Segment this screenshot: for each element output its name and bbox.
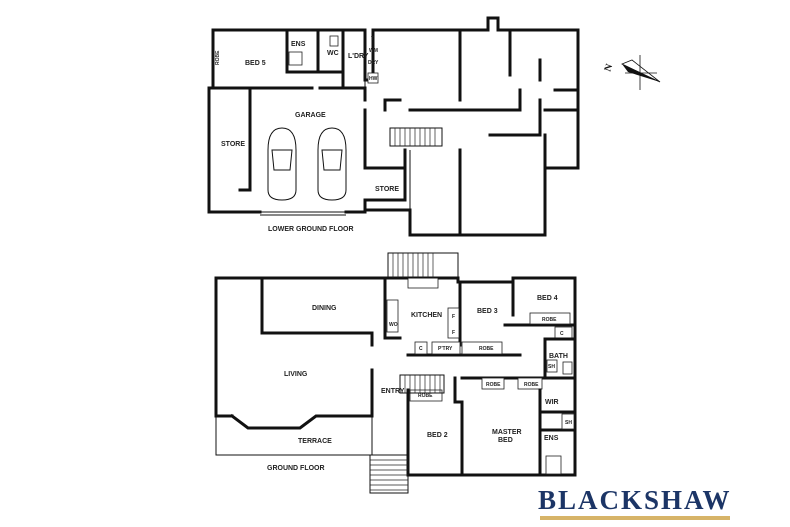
north-letter: N — [603, 62, 616, 73]
robe-hall-label: ROBE — [479, 346, 494, 352]
bath-label: BATH — [549, 353, 568, 360]
dry-label: DRY — [368, 60, 379, 66]
car-right — [317, 127, 347, 201]
cupboard-bed4-label: C — [560, 331, 564, 337]
shower-ens-label: SH — [565, 420, 572, 426]
brand-logo: BLACKSHAW — [538, 485, 732, 520]
bed5-label: BED 5 — [245, 60, 266, 67]
ground-floor-caption: GROUND FLOOR — [267, 465, 325, 472]
ens-lower-label: ENS — [291, 41, 306, 48]
bed4-label: BED 4 — [537, 295, 558, 302]
lower-ground-floor-plan: BED 5 ROBE ENS WC L'DRY T WM DRY HW GARA… — [207, 16, 580, 237]
terrace-label: TERRACE — [298, 438, 332, 445]
wm-label: WM — [369, 48, 378, 54]
fridge-1-label: F — [452, 314, 455, 320]
entry-label: ENTRY — [381, 388, 405, 395]
kitchen-label: KITCHEN — [411, 312, 442, 319]
robe-bed4-label: ROBE — [542, 317, 557, 323]
lower-stairs — [389, 127, 443, 147]
living-label: LIVING — [284, 371, 308, 378]
laundry-label: L'DRY — [348, 53, 369, 60]
pantry-label: P'TRY — [438, 346, 453, 352]
bed2-label: BED 2 — [427, 432, 448, 439]
wir-label: WIR — [545, 399, 559, 406]
store-right-label: STORE — [375, 186, 399, 193]
ground-stairs-entry — [399, 374, 445, 394]
north-arrow: N — [603, 55, 661, 90]
robe-master-2-label: ROBE — [524, 382, 539, 388]
ens-ground-label: ENS — [544, 435, 559, 442]
brand-underline — [540, 516, 730, 520]
robe-entry-label: ROBE — [418, 393, 433, 399]
wo-label: WO — [389, 322, 398, 328]
wc-label: WC — [327, 50, 339, 57]
garage-label: GARAGE — [295, 112, 326, 119]
robe-lower-label: ROBE — [215, 50, 221, 65]
dining-label: DINING — [312, 305, 337, 312]
t-label: T — [371, 36, 374, 42]
fridge-2-label: F — [452, 330, 455, 336]
car-left — [267, 127, 297, 201]
ground-floor-plan: DINING KITCHEN WO F F BED 3 BED 4 ROBE C… — [214, 252, 577, 494]
robe-master-1-label: ROBE — [486, 382, 501, 388]
shower-bath-label: SH — [548, 364, 555, 370]
cupboard-kitchen-label: C — [419, 346, 423, 352]
ground-stairs-top — [387, 252, 459, 279]
master-label-line2: BED — [498, 437, 513, 444]
hw-label: HW — [369, 76, 378, 82]
brand-name: BLACKSHAW — [538, 485, 732, 515]
lower-floor-caption: LOWER GROUND FLOOR — [268, 226, 354, 233]
bed3-label: BED 3 — [477, 308, 498, 315]
store-left-label: STORE — [221, 141, 245, 148]
ground-stairs-front — [369, 454, 409, 494]
master-label-line1: MASTER — [492, 429, 522, 436]
